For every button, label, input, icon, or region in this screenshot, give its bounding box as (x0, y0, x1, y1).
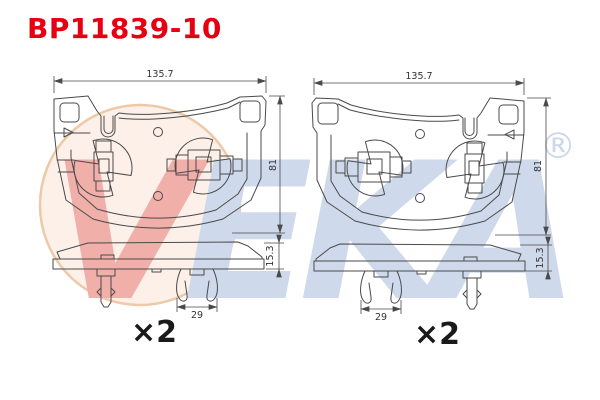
dimensions-left (53, 76, 285, 312)
watermark-brand-text: VEKA (50, 122, 565, 343)
brake-pad-drawing-left: 135.7 81 15.3 29 ×2 (52, 69, 285, 350)
height-dimension-label: 81 (533, 160, 544, 172)
width-dimension-label: 135.7 (405, 71, 432, 82)
part-number-title: BP11839-10 (27, 12, 222, 45)
brake-pad-drawing-right: 135.7 81 15.3 29 ×2 (311, 71, 552, 352)
registered-mark-icon: ® (540, 126, 576, 167)
clip-width-dimension-label: 29 (191, 310, 203, 321)
thickness-dimension-label: 15.3 (535, 247, 546, 268)
height-dimension-label: 81 (268, 159, 279, 171)
dimensions-right (313, 78, 552, 314)
veka-watermark: VEKA ® (38, 103, 579, 343)
width-dimension-label: 135.7 (146, 69, 173, 80)
thickness-dimension-label: 15.3 (265, 245, 276, 266)
quantity-label: ×2 (131, 315, 177, 350)
watermark-circle (38, 103, 242, 307)
quantity-label: ×2 (414, 317, 460, 352)
watermark-letter-a: A (419, 122, 565, 343)
clip-width-dimension-label: 29 (375, 312, 387, 323)
